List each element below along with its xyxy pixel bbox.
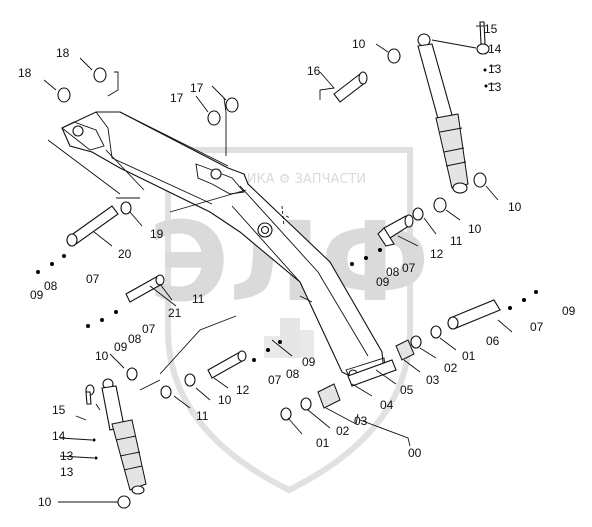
callout-11-lower: 11: [196, 409, 209, 423]
callout-17-a: 17: [190, 81, 204, 95]
callout-07-d: 07: [530, 320, 544, 334]
pins-and-washers: [36, 21, 538, 509]
callout-14-bottom: 14: [52, 429, 66, 443]
watermark-text: ТЕХНИКА ⚙ ЗАПЧАСТИ: [211, 172, 366, 187]
callout-09-d: 09: [562, 304, 576, 318]
callout-16: 16: [307, 64, 321, 78]
callout-18-a: 18: [56, 46, 70, 60]
callout-11-right: 11: [450, 234, 463, 248]
callout-02-b: 02: [336, 424, 350, 438]
callout-08-a: 08: [44, 279, 58, 293]
callout-07-a: 07: [86, 272, 100, 286]
callout-08-c: 08: [286, 367, 300, 381]
callout-14-top: 14: [488, 42, 502, 56]
callout-05: 05: [400, 383, 414, 397]
callout-17-b: 17: [170, 91, 184, 105]
callout-01-a: 01: [462, 349, 476, 363]
callout-03-a: 03: [426, 373, 440, 387]
callout-10-lower: 10: [218, 393, 232, 407]
callout-10-right-b: 10: [468, 222, 482, 236]
callout-03-b: 03: [354, 414, 368, 428]
callout-19: 19: [150, 227, 164, 241]
callout-04: 04: [380, 398, 394, 412]
callout-11-mid: 11: [192, 292, 205, 306]
callout-07-c: 07: [268, 373, 282, 387]
leader-lines: [43, 25, 513, 503]
callout-12-lower: 12: [236, 383, 250, 397]
callout-13-bottom-b: 13: [60, 465, 74, 479]
callout-13-bottom-a: 13: [60, 449, 74, 463]
callout-08-b: 08: [128, 332, 142, 346]
callout-15-bottom: 15: [52, 403, 66, 417]
callout-13-top-b: 13: [488, 80, 502, 94]
callout-09-a: 09: [30, 288, 44, 302]
callout-12-right: 12: [430, 247, 444, 261]
callout-21: 21: [168, 306, 182, 320]
callout-labels: 15 14 13 13 10 16 18 18 17 17 10 10 11 1…: [18, 22, 576, 509]
callout-09-c: 09: [302, 355, 316, 369]
callout-09-b: 09: [114, 340, 128, 354]
callout-10-top: 10: [352, 37, 366, 51]
callout-07-b: 07: [142, 322, 156, 336]
callout-07-e: 07: [402, 261, 416, 275]
callout-15-top: 15: [484, 22, 498, 36]
callout-06: 06: [486, 334, 500, 348]
callout-00: 00: [408, 446, 422, 460]
callout-02-a: 02: [444, 361, 458, 375]
callout-08-e: 08: [386, 265, 400, 279]
callout-01-b: 01: [316, 436, 330, 450]
callout-20: 20: [118, 247, 132, 261]
hydraulic-cylinder-right: [417, 33, 469, 194]
callout-18-b: 18: [18, 66, 32, 80]
hydraulic-cylinder-left: [101, 378, 147, 495]
callout-10-right-a: 10: [508, 200, 522, 214]
callout-10-mid: 10: [95, 349, 109, 363]
callout-13-top-a: 13: [488, 62, 502, 76]
callout-10-bottom: 10: [38, 495, 52, 509]
callout-09-e: 09: [376, 275, 390, 289]
